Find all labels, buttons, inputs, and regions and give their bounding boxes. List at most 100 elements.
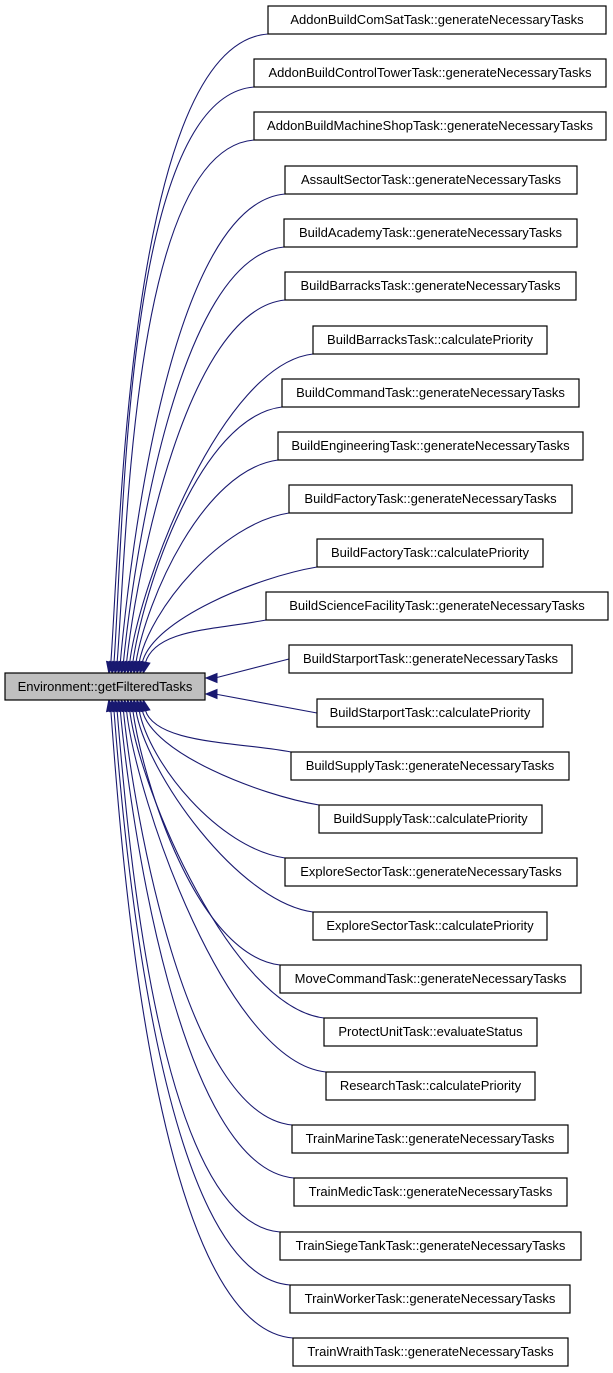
call-edge: [138, 709, 286, 859]
call-edge: [119, 193, 286, 664]
arrowhead-icon: [204, 672, 218, 684]
caller-node[interactable]: TrainSiegeTankTask::generateNecessaryTas…: [279, 1231, 582, 1261]
caller-node[interactable]: BuildStarportTask::generateNecessaryTask…: [288, 644, 573, 674]
call-edge: [132, 709, 281, 966]
call-edge: [141, 566, 318, 664]
caller-node-box[interactable]: [316, 538, 544, 568]
caller-node-label: BuildFactoryTask::generateNecessaryTasks: [304, 491, 557, 506]
caller-node-label: BuildBarracksTask::calculatePriority: [327, 332, 533, 347]
caller-node-box[interactable]: [267, 5, 607, 35]
caller-node[interactable]: TrainWorkerTask::generateNecessaryTasks: [289, 1284, 571, 1314]
caller-node-label: AddonBuildControlTowerTask::generateNece…: [269, 65, 592, 80]
call-edge: [122, 246, 285, 664]
caller-node-box[interactable]: [288, 644, 573, 674]
caller-node[interactable]: TrainMedicTask::generateNecessaryTasks: [293, 1177, 568, 1207]
caller-node-box[interactable]: [290, 751, 570, 781]
caller-node-label: TrainWorkerTask::generateNecessaryTasks: [305, 1291, 556, 1306]
caller-node-box[interactable]: [283, 218, 578, 248]
caller-node-label: BuildStarportTask::generateNecessaryTask…: [303, 651, 559, 666]
caller-node[interactable]: AddonBuildComSatTask::generateNecessaryT…: [267, 5, 607, 35]
caller-node-label: TrainSiegeTankTask::generateNecessaryTas…: [296, 1238, 566, 1253]
arrowhead-icon: [140, 660, 151, 675]
caller-node[interactable]: BuildSupplyTask::calculatePriority: [318, 804, 543, 834]
center-node[interactable]: Environment::getFilteredTasks: [4, 672, 206, 701]
call-edge: [119, 709, 295, 1179]
caller-node-label: BuildStarportTask::calculatePriority: [330, 705, 531, 720]
caller-node[interactable]: BuildAcademyTask::generateNecessaryTasks: [283, 218, 578, 248]
caller-node[interactable]: ResearchTask::calculatePriority: [325, 1071, 536, 1101]
caller-node[interactable]: BuildFactoryTask::generateNecessaryTasks: [288, 484, 573, 514]
center-node-label: Environment::getFilteredTasks: [18, 679, 193, 694]
caller-node[interactable]: BuildEngineeringTask::generateNecessaryT…: [277, 431, 584, 461]
caller-node-box[interactable]: [279, 964, 582, 994]
caller-node[interactable]: BuildScienceFacilityTask::generateNecess…: [265, 591, 609, 621]
caller-node-box[interactable]: [316, 698, 544, 728]
caller-node[interactable]: BuildBarracksTask::generateNecessaryTask…: [284, 271, 577, 301]
call-edge: [113, 86, 255, 664]
caller-node-label: BuildCommandTask::generateNecessaryTasks: [296, 385, 565, 400]
caller-node-label: TrainMedicTask::generateNecessaryTasks: [309, 1184, 553, 1199]
caller-node-label: AssaultSectorTask::generateNecessaryTask…: [301, 172, 562, 187]
call-edge: [116, 709, 281, 1233]
caller-node-box[interactable]: [292, 1337, 569, 1367]
caller-node-box[interactable]: [284, 271, 577, 301]
caller-node[interactable]: BuildBarracksTask::calculatePriority: [312, 325, 548, 355]
caller-node-box[interactable]: [284, 857, 578, 887]
caller-node[interactable]: BuildCommandTask::generateNecessaryTasks: [281, 378, 580, 408]
caller-node-box[interactable]: [279, 1231, 582, 1261]
caller-node-box[interactable]: [318, 804, 543, 834]
caller-node-box[interactable]: [289, 1284, 571, 1314]
caller-node-box[interactable]: [253, 111, 607, 141]
caller-node[interactable]: BuildStarportTask::calculatePriority: [316, 698, 544, 728]
caller-node-label: BuildFactoryTask::calculatePriority: [331, 545, 529, 560]
caller-node-box[interactable]: [323, 1017, 538, 1047]
edges-layer: [105, 33, 327, 1339]
caller-node-box[interactable]: [277, 431, 584, 461]
arrowhead-icon: [105, 698, 117, 713]
call-edge: [129, 353, 314, 664]
center-node-box[interactable]: [4, 672, 206, 701]
call-edge: [113, 709, 291, 1286]
caller-node-box[interactable]: [312, 325, 548, 355]
call-edge: [110, 33, 269, 664]
caller-node-label: BuildSupplyTask::generateNecessaryTasks: [306, 758, 555, 773]
caller-node-box[interactable]: [293, 1177, 568, 1207]
arrowhead-icon: [204, 688, 218, 700]
caller-node[interactable]: BuildSupplyTask::generateNecessaryTasks: [290, 751, 570, 781]
call-edge: [135, 459, 279, 664]
caller-node-label: ResearchTask::calculatePriority: [340, 1078, 522, 1093]
caller-node[interactable]: TrainMarineTask::generateNecessaryTasks: [291, 1124, 569, 1154]
caller-node-box[interactable]: [265, 591, 609, 621]
caller-node-label: MoveCommandTask::generateNecessaryTasks: [295, 971, 567, 986]
call-edge: [125, 709, 327, 1073]
caller-node-label: TrainMarineTask::generateNecessaryTasks: [306, 1131, 555, 1146]
call-edge: [110, 709, 294, 1339]
call-edge: [214, 658, 290, 679]
caller-node[interactable]: BuildFactoryTask::calculatePriority: [316, 538, 544, 568]
caller-node[interactable]: AddonBuildMachineShopTask::generateNeces…: [253, 111, 607, 141]
caller-node[interactable]: ProtectUnitTask::evaluateStatus: [323, 1017, 538, 1047]
call-edge: [125, 299, 286, 664]
caller-node-box[interactable]: [325, 1071, 536, 1101]
caller-node[interactable]: TrainWraithTask::generateNecessaryTasks: [292, 1337, 569, 1367]
caller-node[interactable]: AssaultSectorTask::generateNecessaryTask…: [284, 165, 578, 195]
caller-node[interactable]: MoveCommandTask::generateNecessaryTasks: [279, 964, 582, 994]
caller-node-label: ProtectUnitTask::evaluateStatus: [338, 1024, 523, 1039]
caller-node-box[interactable]: [281, 378, 580, 408]
call-edge: [144, 619, 267, 664]
caller-node-box[interactable]: [312, 911, 548, 941]
caller-node[interactable]: AddonBuildControlTowerTask::generateNece…: [253, 58, 607, 88]
caller-node[interactable]: ExploreSectorTask::calculatePriority: [312, 911, 548, 941]
caller-node-label: BuildEngineeringTask::generateNecessaryT…: [291, 438, 570, 453]
call-edge: [135, 709, 314, 913]
caller-node-box[interactable]: [288, 484, 573, 514]
call-edge: [132, 406, 283, 664]
caller-node-box[interactable]: [253, 58, 607, 88]
caller-node-label: BuildAcademyTask::generateNecessaryTasks: [299, 225, 563, 240]
caller-node-box[interactable]: [291, 1124, 569, 1154]
nodes-layer: AddonBuildComSatTask::generateNecessaryT…: [253, 5, 609, 1367]
caller-node-label: BuildScienceFacilityTask::generateNecess…: [289, 598, 585, 613]
caller-node[interactable]: ExploreSectorTask::generateNecessaryTask…: [284, 857, 578, 887]
caller-node-box[interactable]: [284, 165, 578, 195]
